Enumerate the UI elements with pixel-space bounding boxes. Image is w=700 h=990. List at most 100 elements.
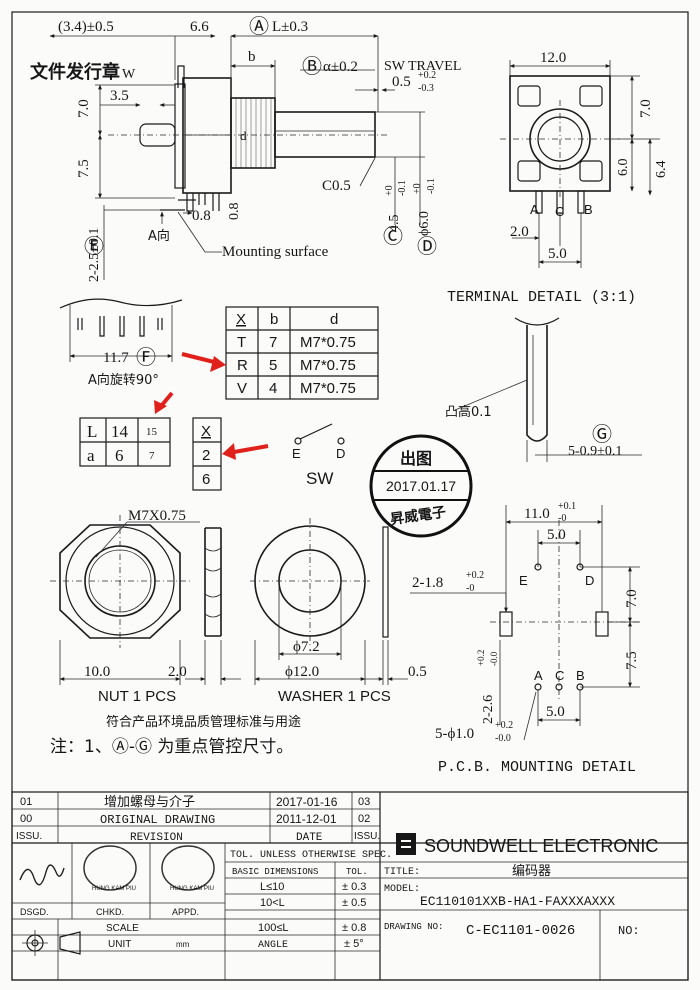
sign-label-chkd: CHKD. <box>96 907 124 917</box>
dim-D: ϕ6.0 <box>417 211 432 236</box>
nut-thread-label: M7X0.75 <box>128 508 186 524</box>
dim-C-tol-up: +0 <box>384 185 395 196</box>
length-table: L 14 15 a 6 7 <box>79 417 171 467</box>
pcb-dim-5-0-top: 5.0 <box>547 527 566 543</box>
model-label: MODEL: <box>384 884 420 895</box>
stamp-bottom-text: 昇威電子 <box>389 503 447 528</box>
sign-label-appd: APPD. <box>172 907 199 917</box>
variant-row-3-b: 4 <box>269 380 277 397</box>
switch-pin-e: E <box>292 446 301 461</box>
dim-7-0-side: 7.0 <box>76 99 92 118</box>
label-e-marker: Ⓔ <box>84 235 104 258</box>
switch-pin-d: D <box>336 446 345 461</box>
front-corner-br <box>579 160 603 182</box>
sheet-no-label: NO: <box>618 924 640 938</box>
title-block: 01 增加螺母与介子 2017-01-16 03 00 ORIGINAL DRA… <box>11 791 689 981</box>
rotated-view-caption: A向旋转90° <box>88 372 159 388</box>
drawing-no-label: DRAWING NO: <box>384 922 443 932</box>
pcb-pin-c: C <box>555 668 564 683</box>
rotated-dim-f: 11.7 <box>103 350 129 366</box>
pcb-dim-holes-tol-dn: -0.0 <box>495 733 511 744</box>
front-dim-6-0: 6.0 <box>616 159 631 177</box>
pcb-detail: 11.0 +0.1 -0 5.0 2-1.8 +0.2 -0 E D 7.0 7… <box>410 501 640 776</box>
length-row-1-key: L <box>87 422 97 441</box>
designer-signature <box>19 864 65 886</box>
rev-row-2-rev: 02 <box>358 813 370 825</box>
tol-row-1-tol: ± 0.3 <box>342 881 366 893</box>
switch-row-2: 6 <box>202 471 210 488</box>
variant-row-1-b: 7 <box>269 334 277 351</box>
pcb-dim-holes-tol-up: +0.2 <box>495 720 513 731</box>
red-arrow-switch <box>233 444 269 454</box>
dim-6-6: 6.6 <box>190 19 209 35</box>
dim-D-tol-dn: -0.1 <box>426 178 437 194</box>
red-arrow-length <box>160 391 174 407</box>
label-f-marker: Ⓕ <box>136 346 156 369</box>
side-bushing <box>230 97 276 169</box>
pcb-dim-7-0: 7.0 <box>624 589 640 608</box>
nut-hex <box>59 524 181 639</box>
pcb-dim-slot: 2-1.8 <box>412 575 443 591</box>
front-dim-12-0: 12.0 <box>540 50 566 66</box>
pcb-dim-slot-tol-up: +0.2 <box>466 570 484 581</box>
front-pin-a-label: A <box>530 202 539 217</box>
sign-label-dsgd: DSGD. <box>20 907 49 917</box>
tol-row-3-dim: 100≤L <box>258 922 289 934</box>
length-row-2-key: a <box>87 446 95 465</box>
length-row-2-alt: 7 <box>149 450 155 462</box>
pcb-pin-b: B <box>576 668 585 683</box>
w-label: W <box>122 67 136 82</box>
front-pin-b-label: B <box>584 202 593 217</box>
terminal-detail-title: TERMINAL DETAIL (3:1) <box>447 289 636 306</box>
front-corner-tr <box>579 85 603 107</box>
length-row-1-alt: 15 <box>146 426 158 438</box>
length-row-2-val: 6 <box>115 446 124 465</box>
pcb-dim-top-tol-up: +0.1 <box>558 501 576 512</box>
title-value: 编码器 <box>512 864 551 879</box>
front-view: A C B 12.0 7.0 6.0 6.4 2.0 5.0 <box>500 50 669 268</box>
drawing-no-value: C-EC1101-0026 <box>466 923 575 939</box>
variant-row-1-d: M7*0.75 <box>300 334 356 351</box>
variant-header-d: d <box>330 311 338 328</box>
rev-row-1-date: 2017-01-16 <box>276 795 338 809</box>
red-arrows <box>154 352 269 460</box>
dim-c0-5: C0.5 <box>322 178 351 194</box>
washer-dim-thickness: 0.5 <box>408 664 427 680</box>
issue-stamp: 文件发行章 <box>30 61 120 83</box>
switch-label: SW <box>306 469 333 488</box>
nut-dim-width: 10.0 <box>84 664 110 680</box>
pcb-dim-top-tol-dn: -0 <box>558 513 566 524</box>
pcb-dim-side-tol-dn: -0.0 <box>489 651 499 666</box>
terminal-bump-label: 凸高0.1 <box>445 404 492 420</box>
front-corner-bl <box>517 160 541 182</box>
label-b-marker: Ⓑ <box>302 55 322 78</box>
stamp-date: 2017.01.17 <box>386 478 456 494</box>
washer-dim-inner: ϕ7.2 <box>293 639 320 655</box>
front-pin-c-label: C <box>555 204 564 219</box>
pcb-dim-top: 11.0 <box>524 506 550 522</box>
label-g-marker: Ⓖ <box>592 423 612 446</box>
washer-side <box>382 526 389 638</box>
rev-row-2-no: 00 <box>20 813 32 825</box>
pcb-hole-c <box>555 683 563 691</box>
scale-label: SCALE <box>106 923 139 934</box>
dim-3-4: (3.4)±0.5 <box>58 19 114 35</box>
front-body <box>509 75 611 192</box>
approver-stamp <box>161 845 215 891</box>
switch-table: X 2 6 <box>192 417 222 491</box>
variant-row-2-b: 5 <box>269 357 277 374</box>
nut-caption: NUT 1 PCS <box>98 688 176 705</box>
sw-travel-tol-up: +0.2 <box>418 70 436 81</box>
side-shaft <box>274 111 376 158</box>
washer-dim-outer: ϕ12.0 <box>285 664 319 680</box>
length-row-1-val: 14 <box>111 422 129 441</box>
side-view: (3.4)±0.5 6.6 Ⓐ L±0.3 b Ⓑ α±0.2 SW TRAVE… <box>30 15 461 282</box>
dim-E: 2-2.5±0.1 <box>87 228 102 282</box>
stamp-top-text: 出图 <box>400 449 432 468</box>
rev-row-2-date: 2011-12-01 <box>276 812 337 826</box>
label-b: b <box>248 49 256 65</box>
approval-stamp: 出图 2017.01.17 昇威電子 <box>369 434 473 538</box>
tol-row-2-tol: ± 0.5 <box>342 897 366 909</box>
env-stamp: 符合产品环境品质管理标准与用途 <box>106 714 301 730</box>
unit-label: UNIT <box>108 939 131 950</box>
